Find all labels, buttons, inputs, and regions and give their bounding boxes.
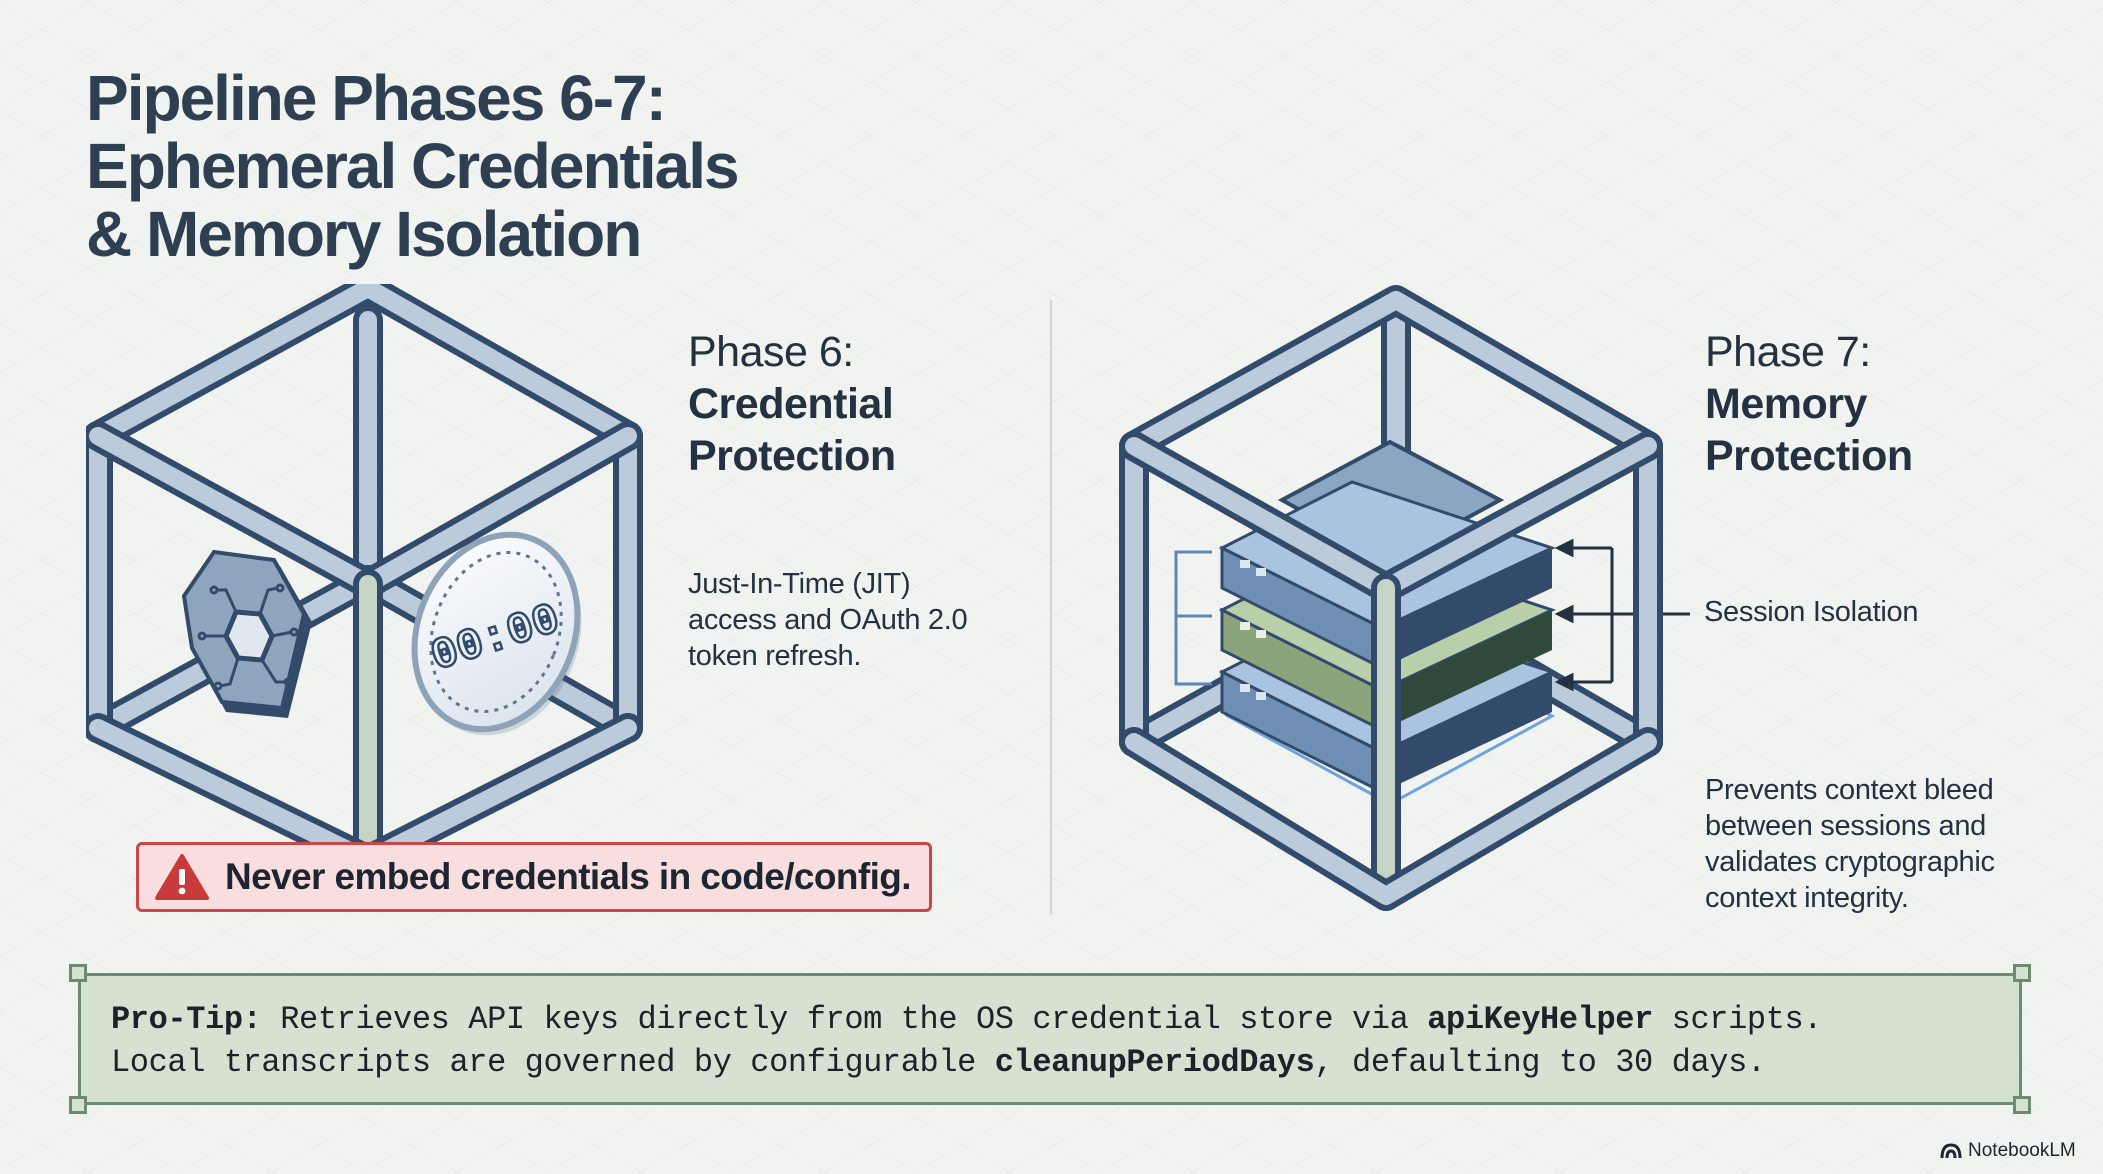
phase6-desc-line-2: access and OAuth 2.0 <box>688 604 968 636</box>
title-line-2: Ephemeral Credentials <box>86 130 740 202</box>
center-divider <box>1050 300 1052 915</box>
pro-tip-code-2: cleanupPeriodDays <box>994 1044 1315 1081</box>
phase6-desc-line-3: token refresh. <box>688 640 862 672</box>
session-arrows <box>1554 538 1690 692</box>
phase7-heading: Phase 7: Memory Protection <box>1705 326 1913 482</box>
phase7-desc-line-1: Prevents context bleed <box>1705 774 1994 806</box>
pro-tip-box: Pro-Tip: Retrieves API keys directly fro… <box>78 973 2022 1105</box>
chip-icon <box>181 549 312 718</box>
pro-tip-text-1: Retrieves API keys directly from the OS … <box>261 1001 1428 1038</box>
phase6-title-line-1: Credential <box>688 380 894 428</box>
session-isolation-label: Session Isolation <box>1704 596 1919 628</box>
phase7-title-line-2: Protection <box>1705 432 1913 480</box>
brand-mark: NotebookLM <box>1940 1140 2076 1162</box>
phase6-description: Just-In-Time (JIT) access and OAuth 2.0 … <box>688 566 968 674</box>
phase6-heading: Phase 6: Credential Protection <box>688 326 896 482</box>
warning-text: Never embed credentials in code/config. <box>225 856 912 897</box>
cube-front-edges <box>86 284 643 864</box>
warning-banner: Never embed credentials in code/config. <box>136 842 932 912</box>
phase7-description: Prevents context bleed between sessions … <box>1705 772 1995 916</box>
title-line-3: & Memory Isolation <box>86 198 642 270</box>
pro-tip-text-2: Local transcripts are governed by config… <box>111 1044 995 1081</box>
pro-tip-end-1: scripts. <box>1652 1001 1823 1038</box>
pro-tip-line-1: Pro-Tip: Retrieves API keys directly fro… <box>111 998 2019 1041</box>
credential-cube-illustration: 00:00 <box>86 284 643 864</box>
stack-brackets <box>1174 550 1212 686</box>
pro-tip-prefix: Pro-Tip: <box>111 1001 262 1038</box>
pro-tip-line-2: Local transcripts are governed by config… <box>111 1041 2019 1084</box>
title-line-1: Pipeline Phases 6-7: <box>86 62 667 134</box>
phase7-desc-line-3: validates cryptographic <box>1705 846 1995 878</box>
phase6-title-line-2: Protection <box>688 432 896 480</box>
pro-tip-code-1: apiKeyHelper <box>1427 1001 1653 1038</box>
pro-tip-corner-bl <box>69 1096 87 1114</box>
pro-tip-corner-tl <box>69 964 87 982</box>
phase7-label: Phase 7: <box>1705 328 1871 376</box>
notebooklm-logo-icon <box>1940 1143 1962 1159</box>
brand-name: NotebookLM <box>1968 1140 2076 1161</box>
pro-tip-corner-tr <box>2013 964 2031 982</box>
phase7-desc-line-2: between sessions and <box>1705 810 1986 842</box>
warning-icon <box>155 854 209 900</box>
phase6-label: Phase 6: <box>688 328 854 376</box>
memory-cube-illustration <box>1119 285 1690 911</box>
server-stack-icon <box>1218 480 1557 795</box>
pro-tip-end-2: , defaulting to 30 days. <box>1314 1044 1766 1081</box>
timer-icon: 00:00 <box>411 531 582 736</box>
cube-front-edges <box>1119 285 1663 911</box>
phase6-desc-line-1: Just-In-Time (JIT) <box>688 568 911 600</box>
page-title: Pipeline Phases 6-7: Ephemeral Credentia… <box>86 62 740 270</box>
pro-tip-corner-br <box>2013 1096 2031 1114</box>
phase7-title-line-1: Memory <box>1705 380 1867 428</box>
phase7-desc-line-4: context integrity. <box>1705 882 1909 914</box>
